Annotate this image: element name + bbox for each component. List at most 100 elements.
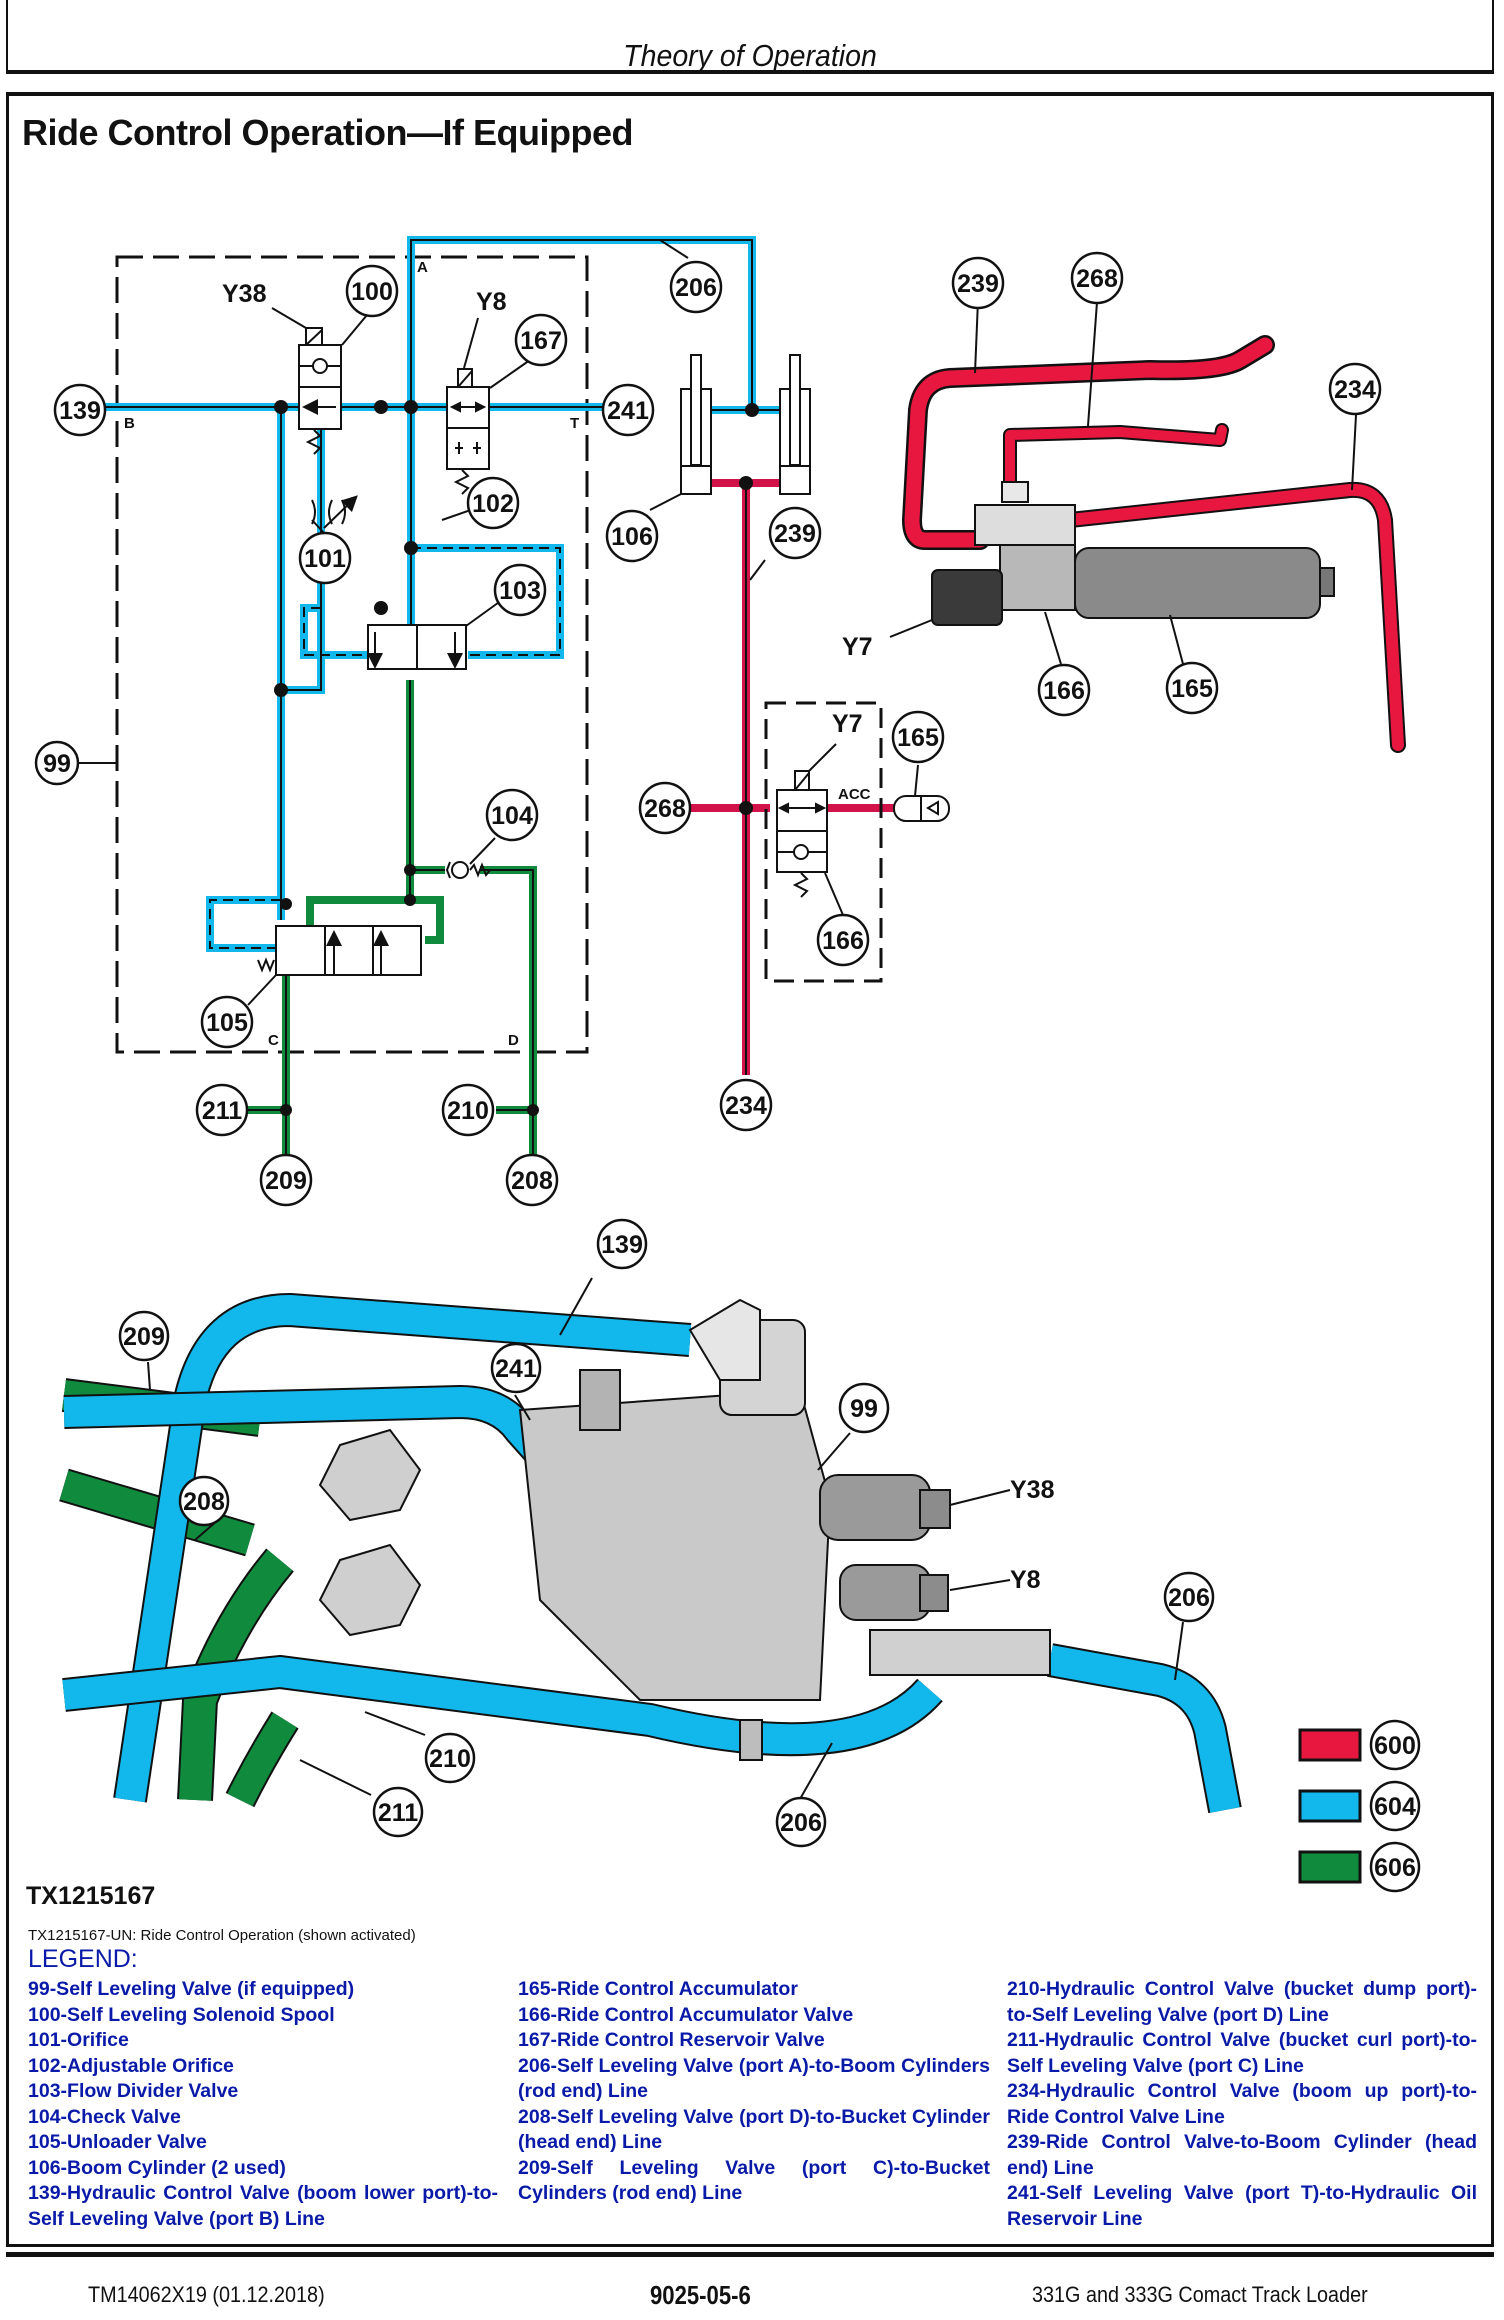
color-key-item-606: 606 [1298, 1841, 1421, 1893]
legend-item: 99-Self Leveling Valve (if equipped) [28, 1978, 355, 2000]
svg-text:234: 234 [1334, 376, 1376, 404]
photo-callout-206-right: 206 [1163, 1571, 1215, 1623]
legend-item: 105-Unloader Valve [28, 2131, 207, 2153]
color-code-label: 606 [1374, 1854, 1416, 1882]
svg-text:239: 239 [774, 520, 816, 548]
solenoid-y38-photo-label: Y38 [1010, 1476, 1055, 1504]
svg-text:209: 209 [123, 1323, 165, 1351]
svg-text:105: 105 [206, 1009, 248, 1037]
svg-text:241: 241 [607, 397, 649, 425]
check-valve-symbol [445, 861, 491, 879]
callout-166: 166 [816, 913, 870, 967]
legend-item: 104-Check Valve [28, 2105, 181, 2128]
svg-text:206: 206 [675, 274, 717, 302]
svg-text:99: 99 [43, 750, 71, 778]
svg-text:99: 99 [850, 1395, 878, 1423]
legend-item: 106-Boom Cylinder (2 used) [28, 2156, 286, 2179]
solenoid-y38-label: Y38 [222, 280, 267, 308]
orifice-symbols [311, 495, 358, 529]
boom-cylinder-symbols [680, 354, 811, 495]
self-leveling-valve-illustration: Y38 Y8 139 209 241 99 208 206 210 211 20… [59, 1218, 1242, 1848]
legend-column-1: 99-Self Leveling Valve (if equipped) 100… [28, 1977, 498, 2232]
content-frame [6, 92, 1494, 2247]
svg-text:166: 166 [822, 927, 864, 955]
legend-item: 101-Orifice [28, 2029, 129, 2051]
solenoid-y7-photo-label: Y7 [842, 633, 873, 661]
callout-241: 241 [601, 383, 655, 437]
callout-208: 208 [505, 1153, 559, 1207]
svg-text:241: 241 [495, 1355, 537, 1383]
port-b-label: B [124, 415, 135, 432]
svg-text:206: 206 [780, 1809, 822, 1837]
legend-item: 234-Hydraulic Control Valve (boom up por… [1007, 2080, 1477, 2128]
port-a-label: A [417, 259, 428, 276]
self-leveling-solenoid-spool-symbol [298, 327, 342, 455]
photo-callout-139: 139 [596, 1218, 648, 1270]
svg-text:139: 139 [601, 1231, 643, 1259]
photo-callout-208: 208 [178, 1475, 230, 1527]
color-swatch [1298, 1850, 1362, 1884]
legend-item: 139-Hydraulic Control Valve (boom lower … [28, 2182, 498, 2230]
svg-text:139: 139 [59, 397, 101, 425]
ride-control-diagram: A B T C D ACC Y38 Y8 Y7 99 [34, 236, 1421, 1893]
blue-lines [95, 236, 800, 952]
photo-callout-206-bottom: 206 [775, 1796, 827, 1848]
legend-item: 167-Ride Control Reservoir Valve [518, 2029, 825, 2051]
solenoid-y8-label: Y8 [476, 288, 507, 316]
svg-text:106: 106 [611, 523, 653, 551]
legend-item: 210-Hydraulic Control Valve (bucket dump… [1007, 1978, 1477, 2026]
figure-id: TX1215167 [26, 1882, 156, 1910]
callout-210: 210 [441, 1083, 495, 1137]
svg-text:102: 102 [472, 490, 514, 518]
legend-item: 241-Self Leveling Valve (port T)-to-Hydr… [1007, 2182, 1477, 2230]
ride-control-accumulator-valve-symbol [776, 770, 828, 898]
photo-callout-99: 99 [838, 1382, 890, 1434]
legend-item: 206-Self Leveling Valve (port A)-to-Boom… [518, 2054, 990, 2103]
color-key-item-604: 604 [1298, 1780, 1421, 1832]
photo-callout-211: 211 [372, 1786, 424, 1838]
accumulator-illustration: Y7 239 268 234 166 165 [842, 251, 1406, 753]
photo-callout-165: 165 [1165, 661, 1219, 715]
photo-callout-241: 241 [490, 1342, 542, 1394]
color-swatch [1298, 1789, 1362, 1823]
photo-callout-209: 209 [118, 1310, 170, 1362]
legend-item: 165-Ride Control Accumulator [518, 1978, 798, 2000]
solenoid-y7-label: Y7 [832, 710, 863, 738]
accumulator-symbol [893, 795, 950, 822]
svg-text:100: 100 [351, 278, 393, 306]
svg-text:211: 211 [202, 1097, 242, 1125]
red-lines [680, 479, 895, 1075]
section-title: Ride Control Operation—If Equipped [22, 112, 633, 153]
photo-callout-268: 268 [1070, 251, 1124, 305]
green-lines [220, 680, 537, 1175]
flow-divider-valve-symbol [367, 624, 467, 670]
legend-item: 100-Self Leveling Solenoid Spool [28, 2003, 335, 2026]
callout-139: 139 [53, 383, 107, 437]
callout-101: 101 [298, 531, 352, 585]
figure-caption: TX1215167-UN: Ride Control Operation (sh… [28, 1927, 416, 1944]
unloader-valve-symbol [257, 925, 422, 976]
svg-text:103: 103 [499, 577, 541, 605]
svg-text:165: 165 [897, 724, 939, 752]
legend-item: 208-Self Leveling Valve (port D)-to-Buck… [518, 2105, 990, 2154]
svg-text:268: 268 [1076, 265, 1118, 293]
photo-callout-239: 239 [951, 256, 1005, 310]
svg-text:210: 210 [429, 1745, 471, 1773]
footer-product: 331G and 333G Comact Track Loader [1032, 2282, 1368, 2307]
callout-104: 104 [485, 788, 539, 842]
svg-text:104: 104 [491, 802, 533, 830]
callout-103: 103 [493, 563, 547, 617]
svg-text:208: 208 [183, 1488, 225, 1516]
svg-text:101: 101 [304, 545, 346, 573]
svg-text:210: 210 [447, 1097, 489, 1125]
footer-doc-id: TM14062X19 (01.12.2018) [88, 2282, 325, 2307]
ride-control-valve-boundary [764, 701, 883, 983]
callout-268: 268 [638, 781, 692, 835]
callout-leaders [78, 239, 919, 1006]
svg-text:167: 167 [520, 327, 562, 355]
photo-callout-210: 210 [424, 1732, 476, 1784]
svg-text:166: 166 [1043, 677, 1085, 705]
svg-text:211: 211 [378, 1799, 418, 1827]
callout-102: 102 [466, 476, 520, 530]
